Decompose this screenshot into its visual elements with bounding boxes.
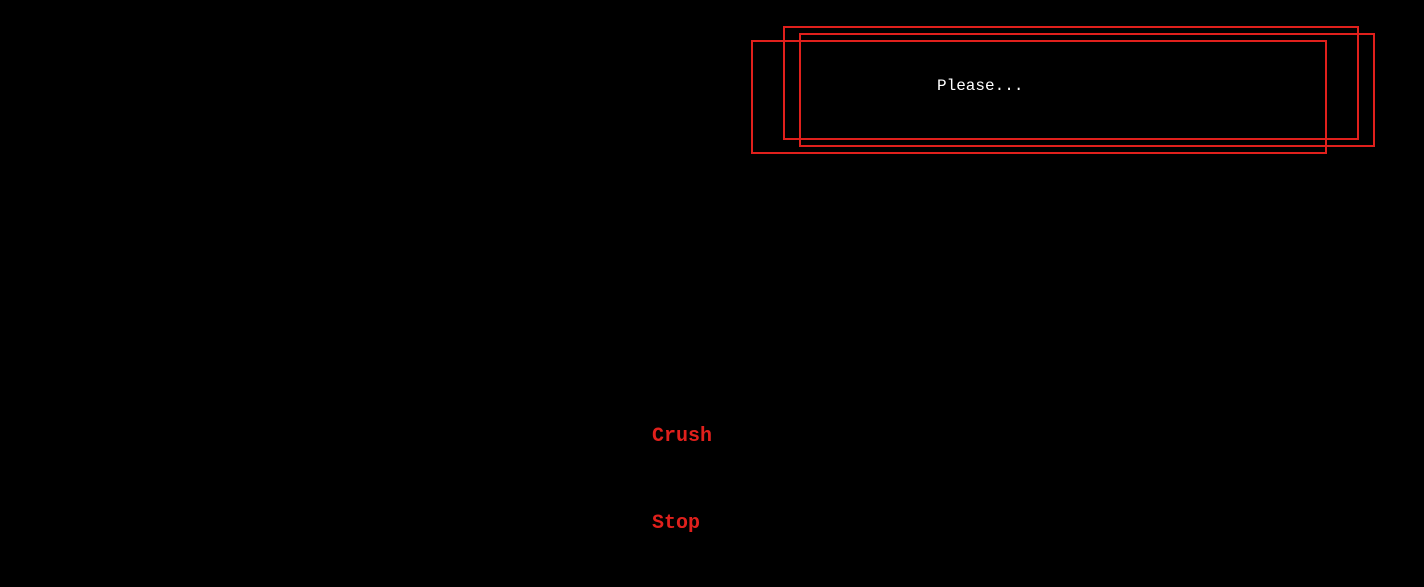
choice-crush[interactable]: Crush (652, 425, 713, 448)
dialogue-box-frame-front (751, 40, 1327, 154)
choice-stop[interactable]: Stop (652, 512, 701, 535)
dialogue-box-frame-middle (799, 33, 1375, 147)
dialogue-text: Please... (937, 77, 1024, 95)
dialogue-box-frame-back (783, 26, 1359, 140)
